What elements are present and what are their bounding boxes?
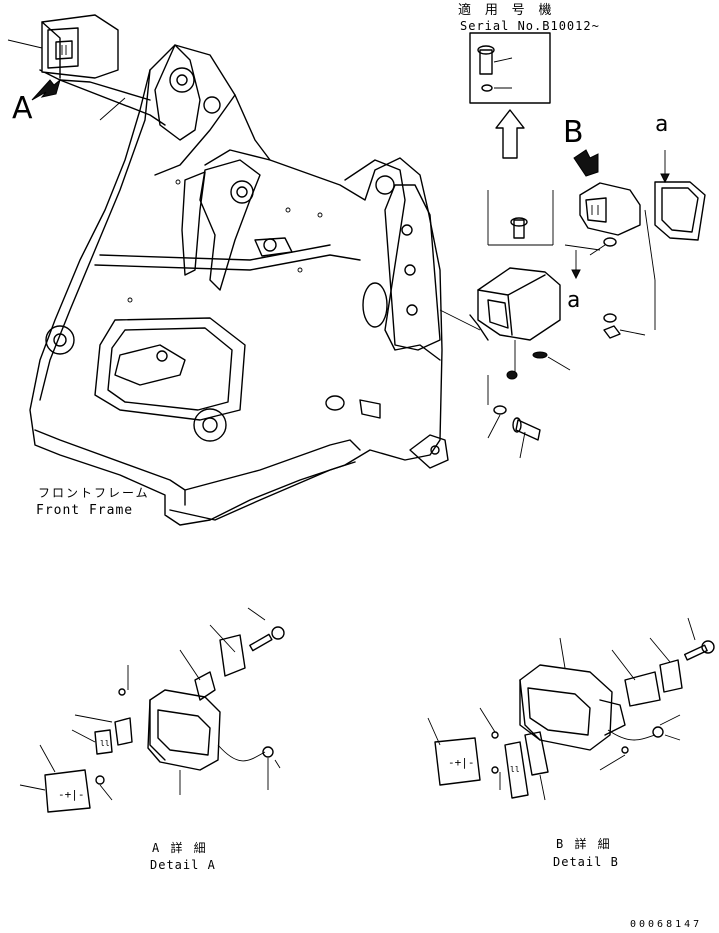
- serial-box: [469, 32, 551, 159]
- detail-a-caption-jp: A 詳 細: [152, 841, 208, 855]
- svg-text:-+|-: -+|-: [448, 756, 475, 769]
- lamp-a-assembly: [7, 14, 126, 121]
- drawing-number: 00068147: [630, 919, 703, 930]
- serial-label: Serial No.B10012~: [460, 19, 600, 33]
- detail-a-caption-en: Detail A: [150, 858, 216, 872]
- svg-text:ll: ll: [510, 765, 520, 774]
- svg-text:ll: ll: [100, 739, 110, 748]
- lens-label-a-upper: a: [655, 112, 669, 137]
- detail-b-drawing: -+|- ll: [427, 617, 715, 801]
- svg-text:-+|-: -+|-: [58, 788, 85, 801]
- front-frame: [29, 44, 449, 526]
- lamp-b-assembly: [573, 149, 706, 339]
- lens-label-a-lower: a: [567, 288, 581, 313]
- front-frame-caption-jp: フロントフレーム: [38, 486, 150, 500]
- detail-b-caption-en: Detail B: [553, 855, 619, 869]
- view-label-a: A: [12, 91, 33, 126]
- front-frame-caption-en: Front Frame: [36, 503, 134, 518]
- bracket-assembly: [439, 190, 601, 459]
- view-label-b: B: [563, 115, 584, 150]
- detail-b-caption-jp: B 詳 細: [556, 837, 612, 851]
- serial-heading-jp: 適 用 号 機: [458, 3, 555, 18]
- detail-a-drawing: ll -+|-: [19, 607, 285, 813]
